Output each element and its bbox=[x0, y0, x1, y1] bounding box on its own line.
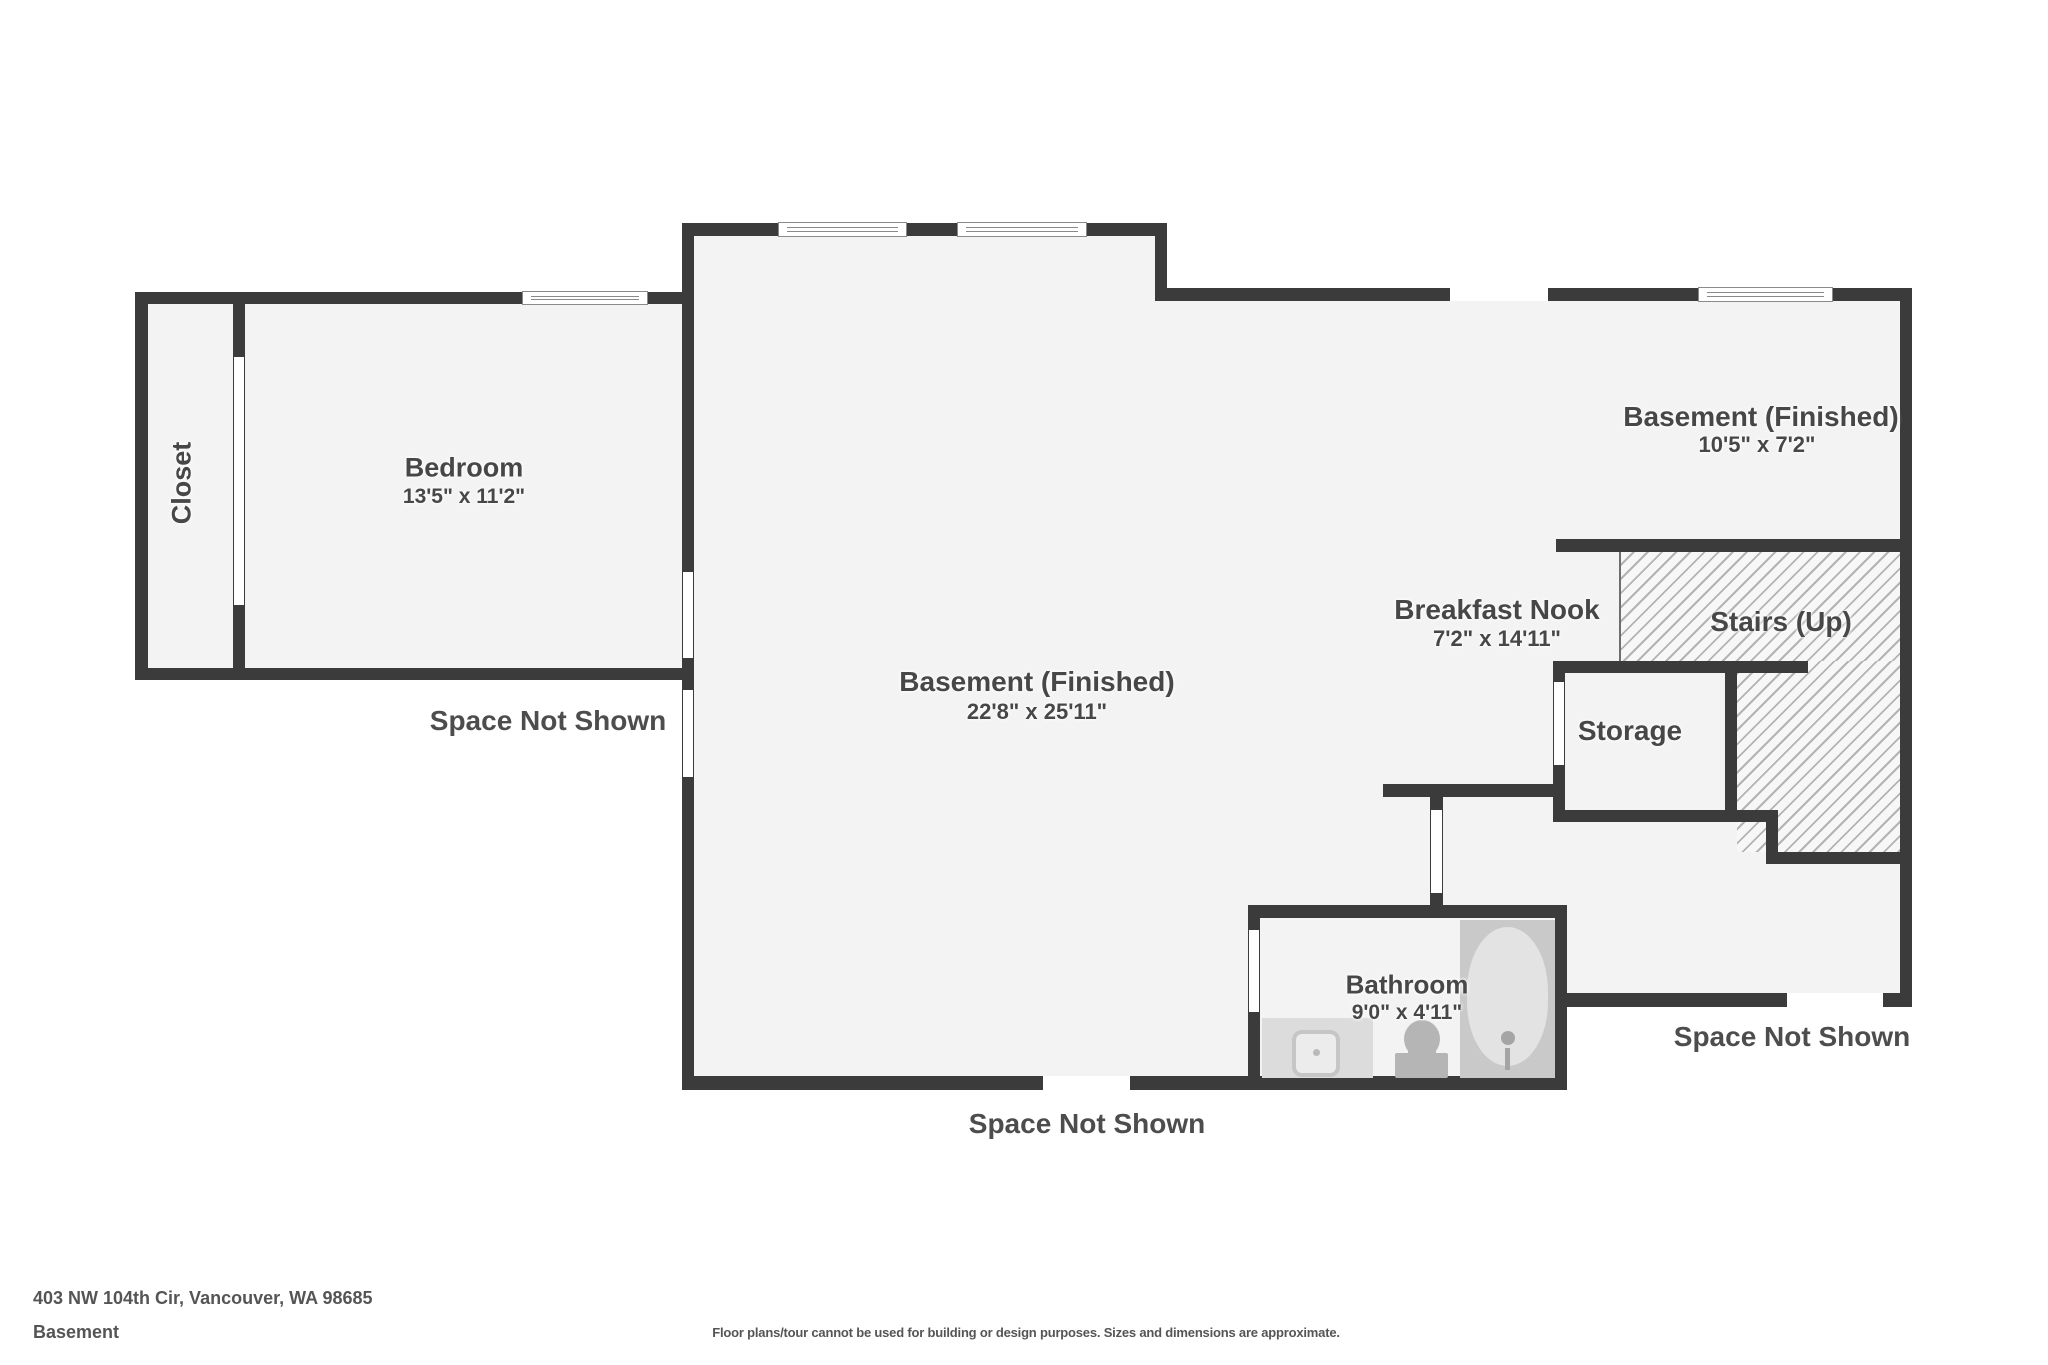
bottom-right-door-opening bbox=[1787, 993, 1883, 1007]
space-not-shown-right: Space Not Shown bbox=[1673, 1021, 1911, 1052]
stairs-bottom-wall bbox=[1778, 852, 1900, 864]
bedroom-window bbox=[522, 291, 648, 305]
toilet-bowl-icon bbox=[1404, 1020, 1440, 1058]
bathroom-side-door-opening bbox=[1249, 930, 1259, 1012]
bathroom-top-wall bbox=[1248, 905, 1567, 918]
bedroom-dims: 13'5" x 11'2" bbox=[402, 485, 526, 508]
top-step-wall bbox=[1155, 223, 1167, 300]
footer-disclaimer: Floor plans/tour cannot be used for buil… bbox=[712, 1325, 1340, 1340]
footer-level: Basement bbox=[33, 1322, 120, 1342]
breakfast-nook-label: Breakfast Nook bbox=[1394, 594, 1600, 625]
bathroom-entry-door-opening bbox=[1431, 810, 1442, 893]
bathroom-dims: 9'0" x 4'11" bbox=[1351, 1001, 1463, 1024]
bottom-wall-door-opening bbox=[1043, 1076, 1130, 1090]
storage-bottom-wall bbox=[1553, 810, 1778, 822]
bedroom-label: Bedroom bbox=[404, 452, 524, 483]
lower-left-door-opening bbox=[683, 690, 693, 777]
breakfast-nook-dims: 7'2" x 14'11" bbox=[1433, 626, 1561, 651]
central-window-left bbox=[778, 222, 907, 237]
bedroom-door-opening bbox=[683, 572, 693, 658]
central-window-right bbox=[957, 222, 1087, 237]
bathtub-faucet-icon bbox=[1505, 1048, 1510, 1070]
right-block-door-opening bbox=[1450, 288, 1548, 301]
storage-door-opening bbox=[1554, 682, 1564, 765]
outer-right-wall bbox=[1900, 288, 1912, 1007]
space-not-shown-left: Space Not Shown bbox=[429, 705, 667, 736]
stairs-hatch-lower bbox=[1737, 661, 1900, 852]
bedroom-closet-floor bbox=[141, 298, 682, 674]
outer-left-wall bbox=[135, 292, 148, 680]
basement-main-label: Basement (Finished) bbox=[899, 666, 1175, 697]
closet-label: Closet bbox=[166, 441, 197, 525]
closet-door-opening bbox=[234, 357, 244, 605]
stairs-hatch-left-edge bbox=[1619, 552, 1621, 661]
bathtub-drain-icon bbox=[1501, 1031, 1515, 1045]
window-pane bbox=[966, 226, 1078, 233]
bathroom-approach-floor bbox=[1161, 900, 1261, 1083]
breakfast-nook-wall bbox=[1383, 784, 1556, 797]
sink-faucet-dot-icon bbox=[1313, 1049, 1320, 1056]
central-top-wall bbox=[682, 223, 1167, 236]
stairs-label: Stairs (Up) bbox=[1710, 606, 1852, 637]
right-block-window bbox=[1698, 287, 1833, 302]
basement-main-dims: 22'8" x 25'11" bbox=[966, 699, 1108, 724]
window-pane bbox=[787, 226, 898, 233]
storage-label: Storage bbox=[1577, 715, 1683, 746]
storage-top-wall bbox=[1553, 661, 1808, 673]
footer-address: 403 NW 104th Cir, Vancouver, WA 98685 bbox=[33, 1288, 373, 1308]
stairs-step-wall bbox=[1766, 810, 1778, 864]
stairs-top-wall bbox=[1556, 539, 1900, 552]
window-pane bbox=[1707, 291, 1824, 298]
basement-right-label: Basement (Finished) bbox=[1623, 401, 1899, 432]
bathtub-icon bbox=[1467, 927, 1548, 1066]
storage-right-wall bbox=[1725, 661, 1737, 822]
stairs-hatch-upper bbox=[1621, 552, 1900, 661]
space-not-shown-bottom: Space Not Shown bbox=[968, 1108, 1206, 1139]
window-pane bbox=[531, 295, 639, 301]
bathroom-label: Bathroom bbox=[1345, 969, 1469, 1000]
basement-right-dims: 10'5" x 7'2" bbox=[1698, 432, 1816, 457]
basement-main-floor bbox=[688, 229, 1161, 1083]
bedroom-bottom-wall bbox=[135, 668, 694, 680]
